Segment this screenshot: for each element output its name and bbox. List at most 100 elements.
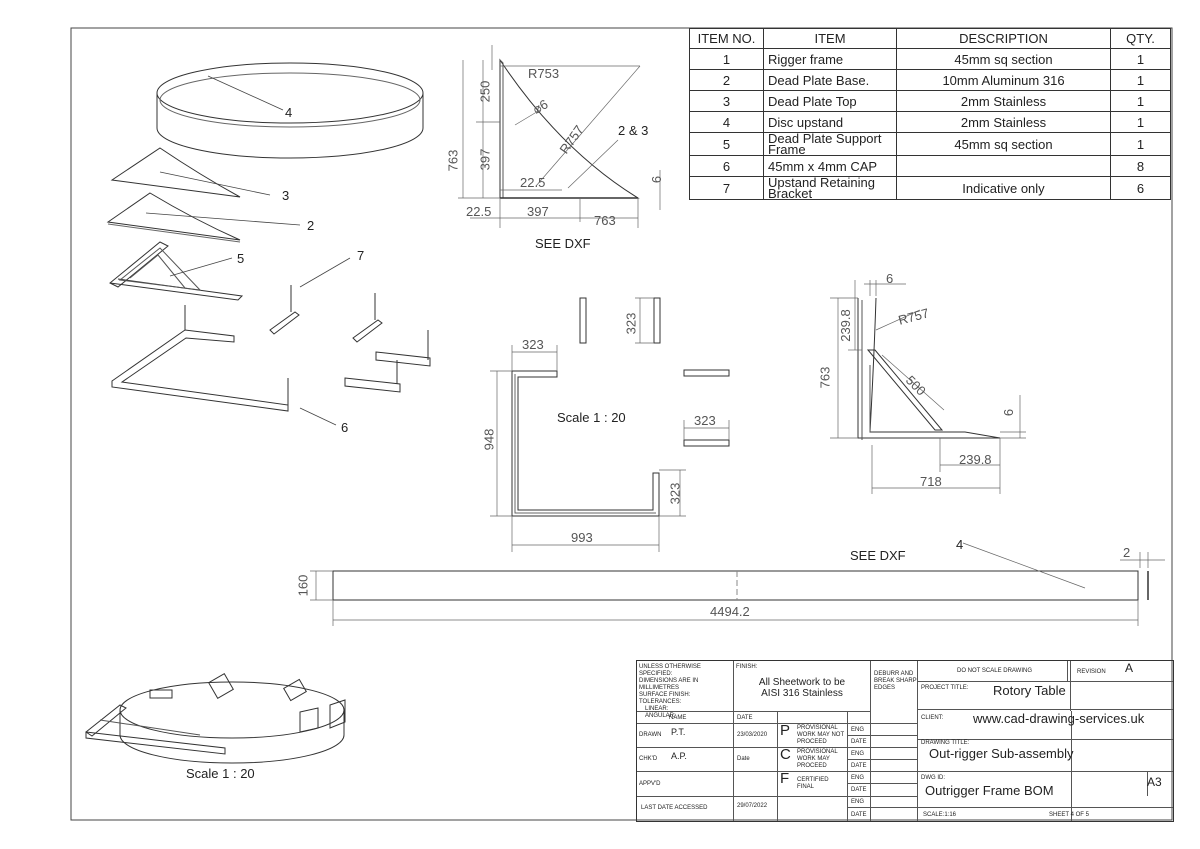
tb-text: PROCEED	[797, 763, 827, 769]
side-view-brace	[866, 349, 944, 431]
bom-row: 4 Disc upstand 2mm Stainless 1	[689, 111, 1171, 133]
bom-qty: 8	[1110, 155, 1171, 177]
client-label: CLIENT:	[921, 715, 944, 721]
exploded-view	[106, 62, 431, 412]
upstand-strip	[332, 570, 1139, 601]
bom-row: 2 Dead Plate Base. 10mm Aluminum 316 1	[689, 69, 1171, 91]
name-label: NAME	[669, 715, 687, 721]
scale-note: Scale 1 : 20	[557, 410, 626, 425]
assembled-view	[85, 673, 346, 764]
tb-text: PROVISIONAL	[797, 749, 838, 755]
member-b	[653, 297, 661, 344]
bom-desc: 2mm Stainless	[896, 111, 1111, 133]
dim-label: 239.8	[959, 452, 992, 467]
strip-view	[332, 570, 1149, 601]
assembled-ring-wall	[119, 710, 345, 764]
bom-desc: Indicative only	[896, 176, 1111, 200]
tb-text: PROVISIONAL	[797, 725, 838, 731]
bom-qty: 1	[1110, 48, 1171, 70]
date-small: DATE	[851, 763, 867, 769]
dim-label: 763	[594, 213, 616, 228]
bom-header-row: ITEM NO. ITEM DESCRIPTION QTY.	[689, 28, 1171, 49]
see-dxf-note: SEE DXF	[850, 548, 906, 563]
dim-label: 763	[817, 366, 833, 389]
bom-qty: 1	[1110, 132, 1171, 156]
bom-qty: 1	[1110, 90, 1171, 112]
dead-plate-base	[106, 192, 241, 241]
dim-label: 397	[527, 204, 549, 219]
bom-item: 45mm x 4mm CAP	[763, 155, 897, 177]
side-view-dims	[830, 280, 1026, 494]
sheet-size: A3	[1147, 775, 1162, 789]
callout-label: 7	[357, 248, 365, 263]
bom-no: 7	[689, 176, 764, 200]
date-label: DATE	[737, 715, 753, 721]
bracket-3	[375, 351, 431, 367]
dim-label: 239.8	[837, 309, 853, 342]
dim-label: 397	[477, 148, 493, 171]
status-c-text: PROVISIONAL WORK MAY PROCEED	[797, 749, 838, 770]
eng-label: ENG	[851, 751, 865, 757]
bom-row: 7 Upstand Retaining Bracket Indicative o…	[689, 176, 1171, 200]
support-frame-leg1	[109, 241, 169, 288]
drawing-title: Out-rigger Sub-assembly	[929, 746, 1074, 761]
dim-label: 323	[694, 413, 716, 428]
revision-value: A	[1125, 661, 1134, 675]
bom-qty: 1	[1110, 111, 1171, 133]
bom-item: Upstand Retaining Bracket	[763, 176, 897, 200]
bom-no: 3	[689, 90, 764, 112]
tb-text: AISI 316 Stainless	[761, 688, 843, 699]
bom-desc: 45mm sq section	[896, 48, 1111, 70]
tb-text: UNLESS OTHERWISE SPECIFIED:	[639, 664, 701, 677]
dim-label: 250	[477, 80, 493, 103]
dim-label: R753	[528, 66, 560, 81]
tb-text: TOLERANCES:	[639, 699, 682, 705]
bom-item: Dead Plate Top	[763, 90, 897, 112]
bom-no: 4	[689, 111, 764, 133]
dead-plate-outline	[499, 58, 640, 199]
rigger-frame	[111, 329, 289, 412]
dwg-id: Outrigger Frame BOM	[925, 783, 1054, 798]
dim-label: 6	[886, 271, 894, 286]
tb-text: WORK MAY	[797, 756, 830, 762]
drawn-label: DRAWN	[639, 732, 662, 738]
eng-label: ENG	[851, 799, 865, 805]
drawn-date: 23/03/2020	[737, 732, 768, 738]
drawing-title-label: DRAWING TITLE:	[921, 740, 970, 746]
tb-text: BREAK SHARP	[874, 678, 917, 684]
dim-label: 323	[667, 482, 683, 505]
member-c	[683, 369, 730, 377]
callout-label: 2 & 3	[618, 123, 649, 138]
side-view	[857, 297, 1001, 440]
bom-qty: 6	[1110, 176, 1171, 200]
chkd-date: Date	[737, 756, 750, 762]
client-name: www.cad-drawing-services.uk	[973, 711, 1145, 726]
tb-text: WORK MAY NOT	[797, 732, 845, 738]
eng-label: ENG	[851, 727, 865, 733]
exploded-leaders	[145, 75, 351, 426]
assembled-frame	[85, 731, 226, 755]
dim-label: 22.5	[466, 204, 492, 219]
frame-plan-outline	[511, 370, 660, 517]
see-dxf-note: SEE DXF	[535, 236, 591, 251]
status-f-text: CERTIFIED FINAL	[797, 777, 829, 791]
bom-header-qty: QTY.	[1110, 28, 1171, 49]
tb-text: ANGULAR:	[645, 713, 676, 719]
last-accessed-label: LAST DATE ACCESSED	[641, 805, 708, 811]
bom-item: Dead Plate Base.	[763, 69, 897, 91]
dim-label: 323	[522, 337, 544, 352]
finish-note: All Sheetwork to be AISI 316 Stainless	[737, 677, 867, 699]
tb-text: All Sheetwork to be	[758, 677, 846, 688]
dim-label: 2	[1123, 545, 1131, 560]
status-p-text: PROVISIONAL WORK MAY NOT PROCEED	[797, 725, 844, 746]
dim-label: 6	[649, 175, 665, 184]
bom-row: 5 Dead Plate Support Frame 45mm sq secti…	[689, 132, 1171, 156]
dim-label: 718	[920, 474, 942, 489]
bom-row: 3 Dead Plate Top 2mm Stainless 1	[689, 90, 1171, 112]
sheet-border	[70, 27, 1173, 821]
bom-no: 2	[689, 69, 764, 91]
dim-label: 4494.2	[710, 604, 750, 619]
dead-plate-dims	[458, 45, 661, 228]
dim-label: 323	[623, 312, 639, 335]
